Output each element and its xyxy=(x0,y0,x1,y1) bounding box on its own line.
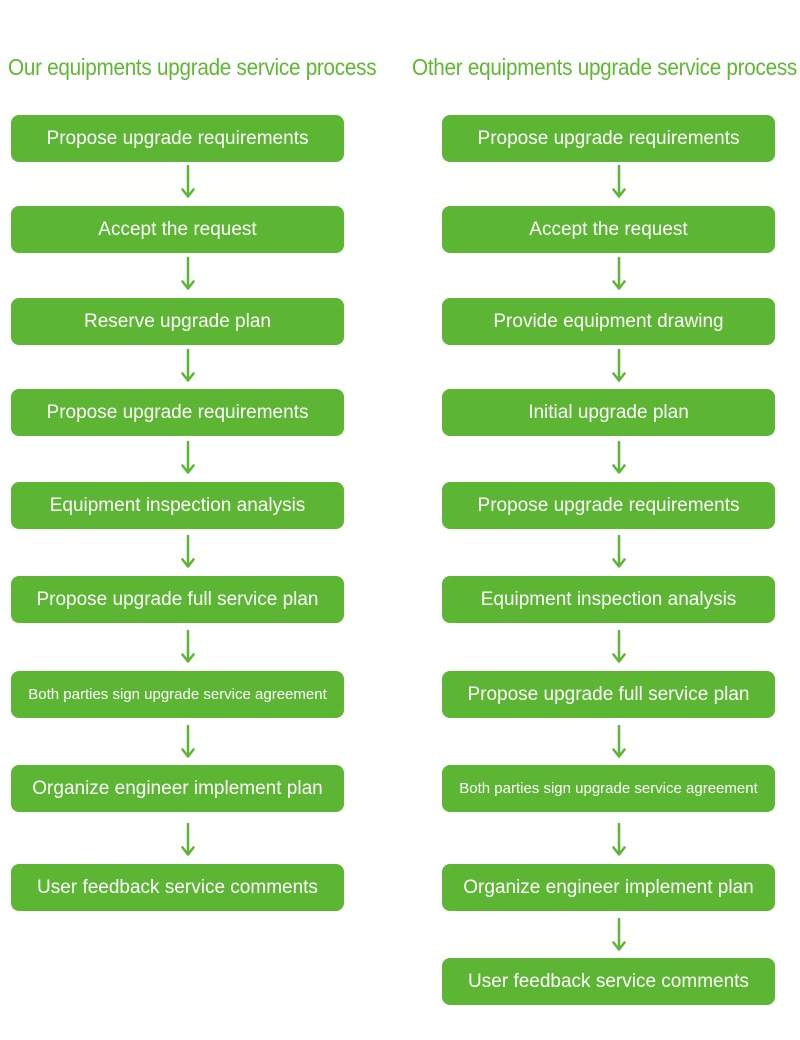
left-arrow-3-icon xyxy=(181,349,195,383)
left-arrow-2-icon xyxy=(181,257,195,291)
right-arrow-9-icon xyxy=(612,918,626,952)
right-step-10-box: User feedback service comments xyxy=(442,958,775,1005)
right-arrow-4-icon xyxy=(612,441,626,475)
left-arrow-7-icon xyxy=(181,725,195,759)
right-step-4-box: Initial upgrade plan xyxy=(442,389,775,436)
left-arrow-4-icon xyxy=(181,441,195,475)
left-step-1-box: Propose upgrade requirements xyxy=(11,115,344,162)
left-arrow-6-icon xyxy=(181,630,195,664)
left-step-5-box: Equipment inspection analysis xyxy=(11,482,344,529)
right-step-8-box: Both parties sign upgrade service agreem… xyxy=(442,765,775,812)
left-step-6-box: Propose upgrade full service plan xyxy=(11,576,344,623)
right-step-7-box: Propose upgrade full service plan xyxy=(442,671,775,718)
right-arrow-2-icon xyxy=(612,257,626,291)
right-step-5-box: Propose upgrade requirements xyxy=(442,482,775,529)
left-arrow-1-icon xyxy=(181,165,195,199)
right-column-title: Other equipments upgrade service process xyxy=(412,54,798,80)
right-step-1-box: Propose upgrade requirements xyxy=(442,115,775,162)
right-arrow-8-icon xyxy=(612,823,626,857)
left-step-3-box: Reserve upgrade plan xyxy=(11,298,344,345)
left-step-8-box: Organize engineer implement plan xyxy=(11,765,344,812)
left-column-title: Our equipments upgrade service process xyxy=(8,54,377,80)
right-step-9-box: Organize engineer implement plan xyxy=(442,864,775,911)
right-arrow-7-icon xyxy=(612,725,626,759)
right-arrow-3-icon xyxy=(612,349,626,383)
left-arrow-5-icon xyxy=(181,535,195,569)
left-arrow-8-icon xyxy=(181,823,195,857)
left-step-7-box: Both parties sign upgrade service agreem… xyxy=(11,671,344,718)
right-arrow-6-icon xyxy=(612,630,626,664)
left-step-9-box: User feedback service comments xyxy=(11,864,344,911)
left-step-2-box: Accept the request xyxy=(11,206,344,253)
right-arrow-5-icon xyxy=(612,535,626,569)
right-step-2-box: Accept the request xyxy=(442,206,775,253)
right-arrow-1-icon xyxy=(612,165,626,199)
left-step-4-box: Propose upgrade requirements xyxy=(11,389,344,436)
right-step-6-box: Equipment inspection analysis xyxy=(442,576,775,623)
right-step-3-box: Provide equipment drawing xyxy=(442,298,775,345)
